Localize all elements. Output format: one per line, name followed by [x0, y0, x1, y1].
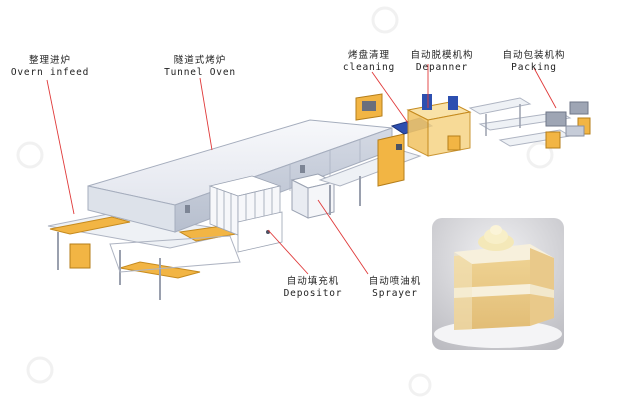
label-depositor: 自动填充机 Depositor [278, 276, 348, 300]
sprayer-machine [290, 173, 336, 219]
label-depositor-zh: 自动填充机 [286, 276, 340, 287]
label-depositor-en: Depositor [283, 288, 343, 299]
label-tunnel-oven-zh: 隧道式烤炉 [173, 55, 227, 66]
label-cleaning: 烤盘清理 cleaning [338, 50, 400, 74]
oven-infeed-conveyor [47, 211, 241, 300]
label-oven-infeed-en: Overn infeed [10, 67, 90, 78]
label-cleaning-en: cleaning [342, 62, 396, 73]
label-packing: 自动包装机构 Packing [496, 50, 572, 74]
label-depanner-en: Depanner [415, 62, 469, 73]
packing-machines [545, 101, 591, 149]
label-oven-infeed: 整理进炉 Overn infeed [10, 55, 90, 79]
leader-lines [46, 64, 557, 275]
label-depanner-zh: 自动脱模机构 [410, 50, 474, 61]
depositor-machine [208, 175, 283, 253]
cake-photo [432, 218, 564, 350]
label-packing-zh: 自动包装机构 [502, 50, 566, 61]
label-tunnel-oven: 隧道式烤炉 Tunnel Oven [162, 55, 238, 79]
oven-control-cabinet [355, 93, 383, 121]
label-packing-en: Packing [511, 62, 557, 73]
infeed-control-box [69, 243, 91, 269]
label-sprayer: 自动喷油机 Sprayer [360, 276, 430, 300]
label-oven-infeed-zh: 整理进炉 [28, 55, 71, 66]
depanner-machine [406, 94, 472, 157]
label-depanner: 自动脱模机构 Depanner [404, 50, 480, 74]
label-sprayer-en: Sprayer [372, 288, 418, 299]
label-cleaning-zh: 烤盘清理 [347, 50, 390, 61]
label-tunnel-oven-en: Tunnel Oven [164, 67, 236, 78]
label-sprayer-zh: 自动喷油机 [368, 276, 422, 287]
